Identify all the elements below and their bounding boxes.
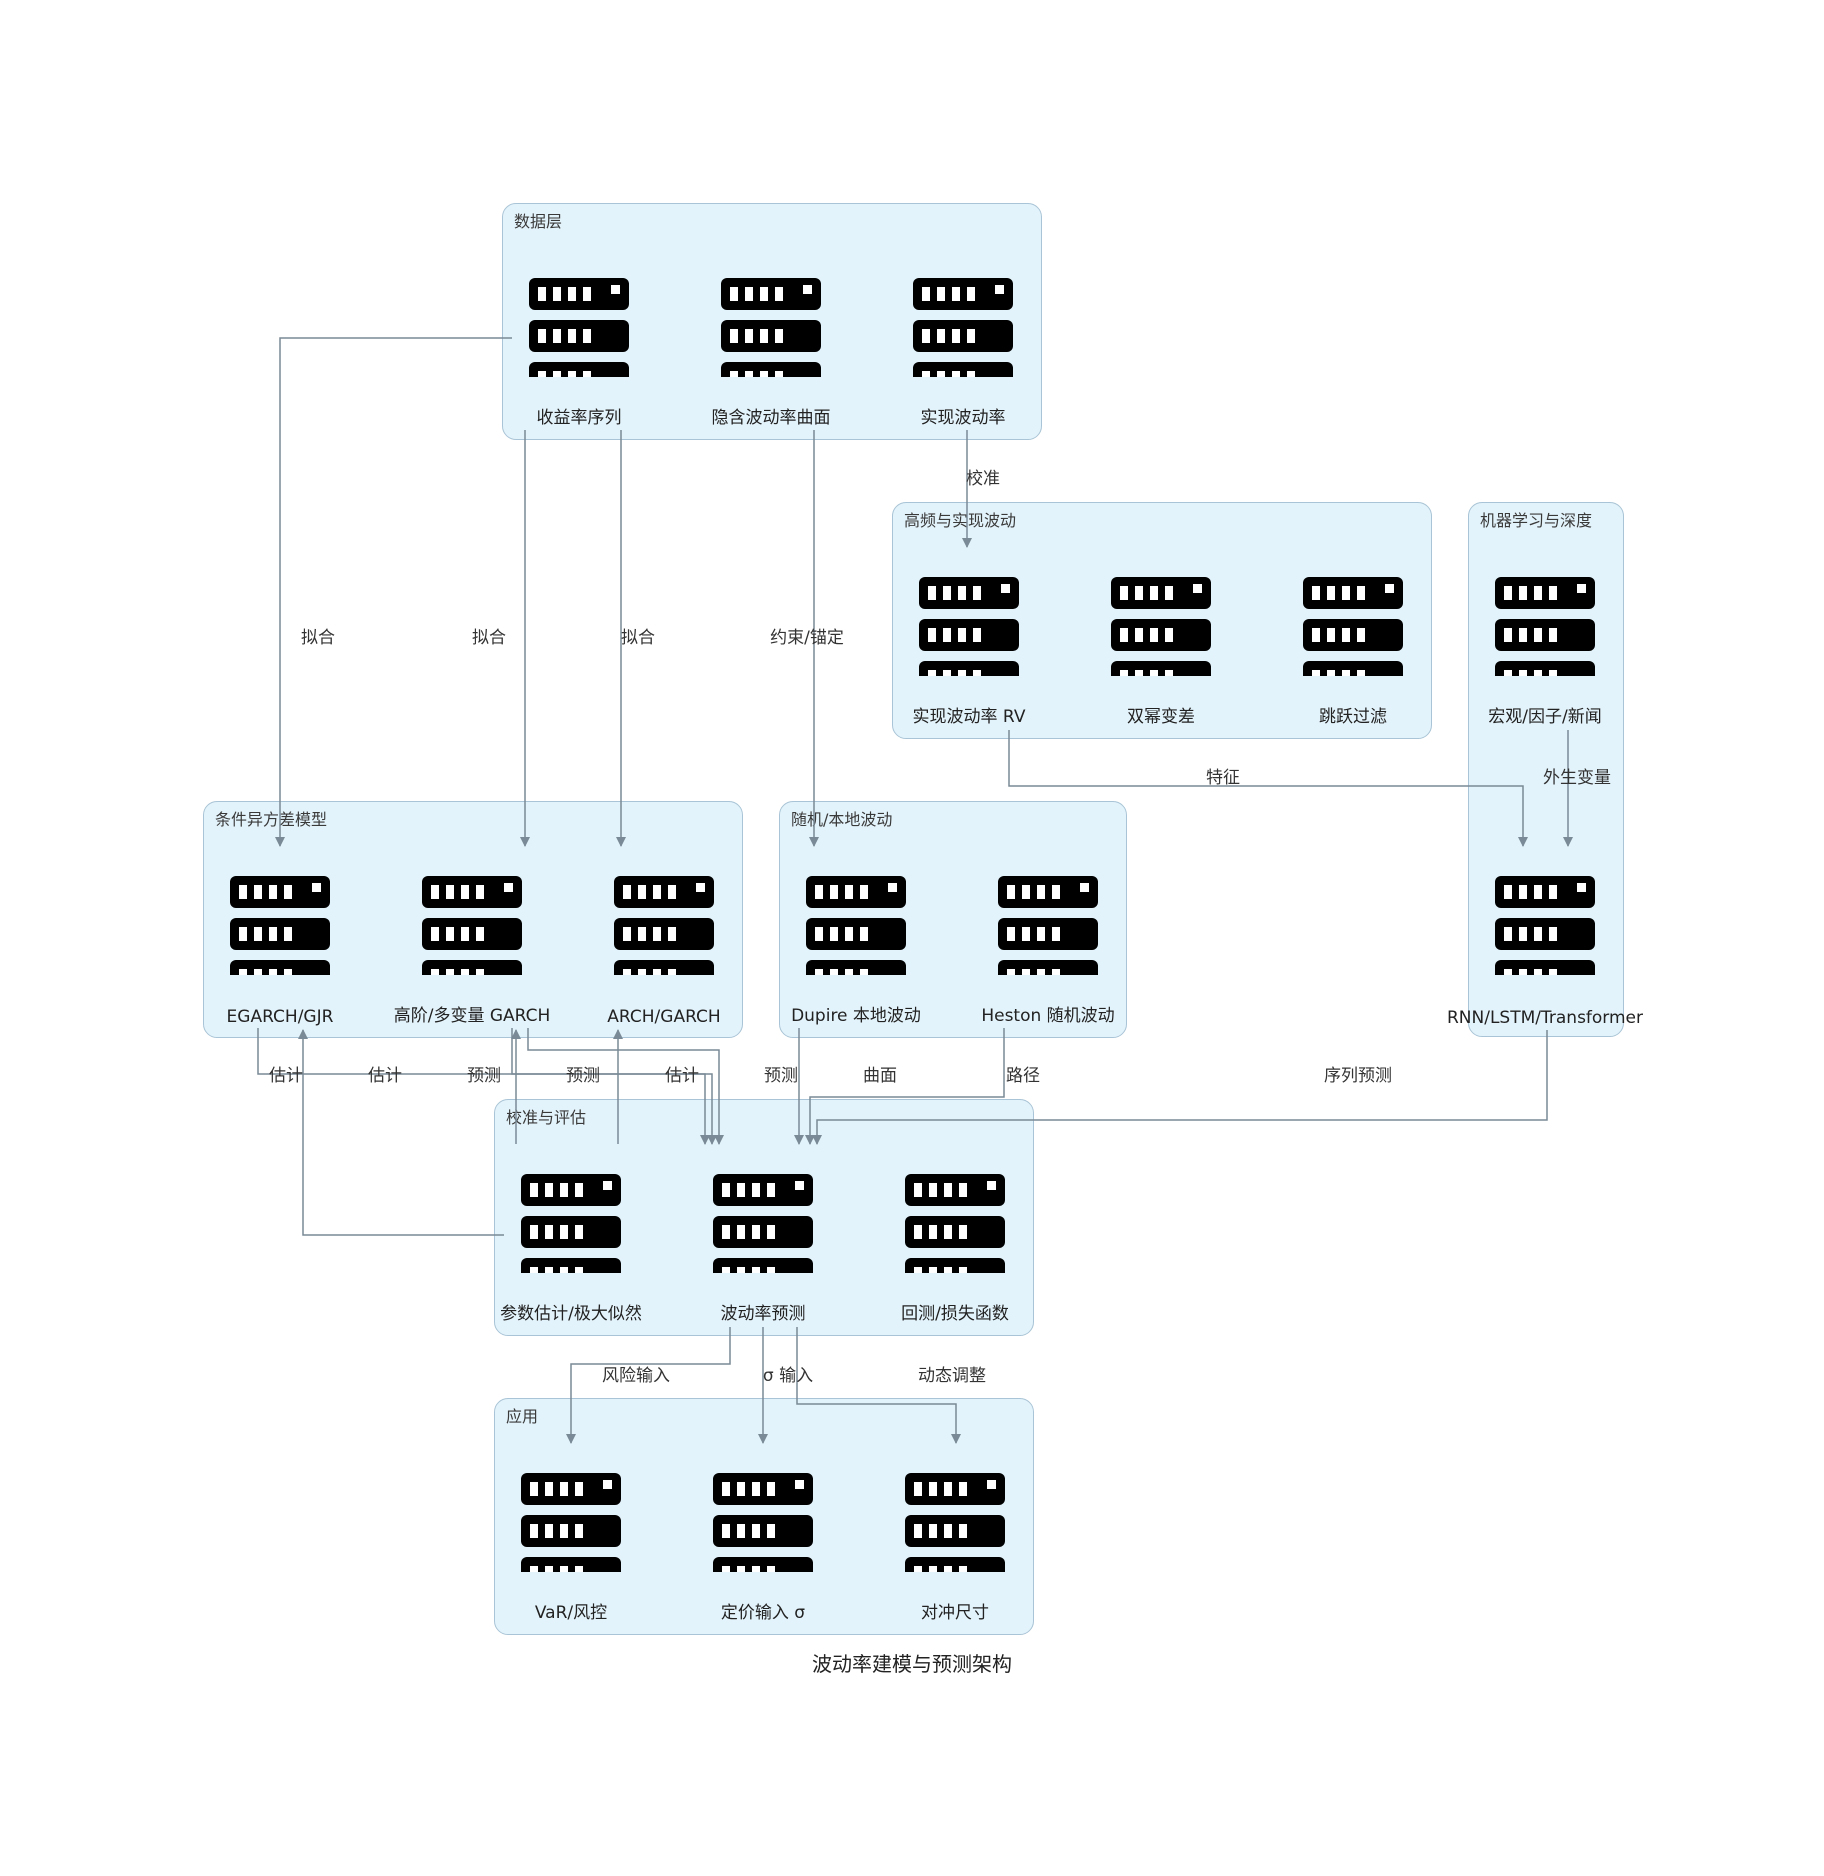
cluster-label: 校准与评估: [506, 1108, 587, 1127]
node-mgarch: [422, 875, 522, 992]
server-rack-icon: [905, 1473, 1005, 1589]
edge-egarch-forecast: [257, 1028, 710, 1145]
cluster-label: 高频与实现波动: [904, 511, 1017, 530]
edge-forecast-hedge: [796, 1327, 961, 1444]
edge-mle-egarch: [298, 1029, 504, 1236]
server-rack-icon: [1495, 577, 1595, 693]
node-mle: [521, 1173, 621, 1290]
edge-label-dynamic-adjust: 动态调整: [918, 1366, 986, 1386]
edge-label-constrain: 约束/锚定: [770, 628, 844, 648]
node-var: [521, 1472, 621, 1589]
node-realized: [913, 277, 1013, 394]
node-dupire: [806, 875, 906, 992]
node-label-macro: 宏观/因子/新闻: [1488, 707, 1602, 727]
edge-label-estimate: 估计: [269, 1066, 303, 1086]
server-rack-icon: [521, 1473, 621, 1589]
edge-returns-egarch: [275, 337, 512, 847]
node-label-hedge: 对冲尺寸: [921, 1603, 989, 1623]
node-label-backtest: 回测/损失函数: [901, 1304, 1009, 1324]
server-rack-icon: [1111, 577, 1211, 693]
cluster-label: 应用: [506, 1407, 539, 1426]
edge-label-path: 路径: [1006, 1066, 1040, 1086]
edge-garch-forecast: [527, 1028, 724, 1145]
server-rack-icon: [721, 278, 821, 394]
server-rack-icon: [230, 876, 330, 992]
edge-forecast-var: [566, 1327, 731, 1444]
cluster-label: 机器学习与深度: [1480, 511, 1593, 530]
edge-label-predict: 预测: [764, 1066, 798, 1086]
edge-label-predict: 预测: [566, 1066, 600, 1086]
node-heston: [998, 875, 1098, 992]
node-label-iv-surface: 隐含波动率曲面: [711, 408, 831, 428]
cluster-label: 条件异方差模型: [215, 810, 328, 829]
node-label-forecast: 波动率预测: [720, 1304, 806, 1324]
node-label-mgarch: 高阶/多变量 GARCH: [393, 1006, 551, 1026]
node-label-dupire: Dupire 本地波动: [791, 1006, 921, 1026]
node-label-bipower: 双幂变差: [1127, 707, 1195, 727]
node-iv-surface: [721, 277, 821, 394]
diagram-caption: 波动率建模与预测架构: [812, 1652, 1012, 1676]
node-rv: [919, 576, 1019, 693]
server-rack-icon: [919, 577, 1019, 693]
node-bipower: [1111, 576, 1211, 693]
node-backtest: [905, 1173, 1005, 1290]
edge-label-exog: 外生变量: [1543, 768, 1611, 788]
edge-label-fit: 拟合: [472, 628, 506, 648]
node-label-realized: 实现波动率: [920, 408, 1006, 428]
node-label-returns: 收益率序列: [536, 408, 622, 428]
server-rack-icon: [806, 876, 906, 992]
node-egarch: [230, 875, 330, 992]
edge-label-feature: 特征: [1206, 768, 1240, 788]
server-rack-icon: [713, 1174, 813, 1290]
edge-label-surface: 曲面: [863, 1066, 897, 1086]
edge-mgarch-forecast: [511, 1028, 717, 1145]
node-returns: [529, 277, 629, 394]
edge-label-estimate: 估计: [665, 1066, 699, 1086]
server-rack-icon: [913, 278, 1013, 394]
node-hedge: [905, 1472, 1005, 1589]
server-rack-icon: [1303, 577, 1403, 693]
node-forecast: [713, 1173, 813, 1290]
edge-label-fit: 拟合: [301, 628, 335, 648]
server-rack-icon: [1495, 876, 1595, 992]
edge-heston-forecast: [805, 1028, 1005, 1145]
server-rack-icon: [614, 876, 714, 992]
node-label-rnn: RNN/LSTM/Transformer: [1446, 1008, 1644, 1028]
node-label-egarch: EGARCH/GJR: [226, 1007, 334, 1027]
cluster-label: 随机/本地波动: [791, 810, 893, 829]
edge-label-estimate: 估计: [368, 1066, 402, 1086]
edge-rv-rnn: [1008, 730, 1528, 847]
node-label-heston: Heston 随机波动: [981, 1006, 1115, 1026]
edge-rnn-forecast: [812, 1030, 1548, 1145]
node-garch: [614, 875, 714, 992]
server-rack-icon: [529, 278, 629, 394]
node-label-pricing: 定价输入 σ: [720, 1603, 806, 1623]
edge-label-predict: 预测: [467, 1066, 501, 1086]
server-rack-icon: [521, 1174, 621, 1290]
cluster-label: 数据层: [514, 212, 563, 231]
node-label-var: VaR/风控: [534, 1603, 608, 1623]
server-rack-icon: [422, 876, 522, 992]
edge-label-seq-predict: 序列预测: [1324, 1066, 1392, 1086]
node-label-jump: 跳跃过滤: [1319, 707, 1387, 727]
server-rack-icon: [905, 1174, 1005, 1290]
node-rnn: [1495, 875, 1595, 992]
node-jump: [1303, 576, 1403, 693]
edge-label-fit: 拟合: [621, 628, 655, 648]
server-rack-icon: [998, 876, 1098, 992]
node-label-garch: ARCH/GARCH: [607, 1007, 721, 1027]
node-label-mle: 参数估计/极大似然: [500, 1304, 642, 1324]
node-label-rv: 实现波动率 RV: [912, 707, 1026, 727]
edge-label-calibrate: 校准: [966, 469, 1000, 489]
edge-label-risk-input: 风险输入: [602, 1366, 670, 1386]
node-macro: [1495, 576, 1595, 693]
edge-label-sigma-input: σ 输入: [762, 1366, 814, 1386]
server-rack-icon: [713, 1473, 813, 1589]
node-pricing: [713, 1472, 813, 1589]
